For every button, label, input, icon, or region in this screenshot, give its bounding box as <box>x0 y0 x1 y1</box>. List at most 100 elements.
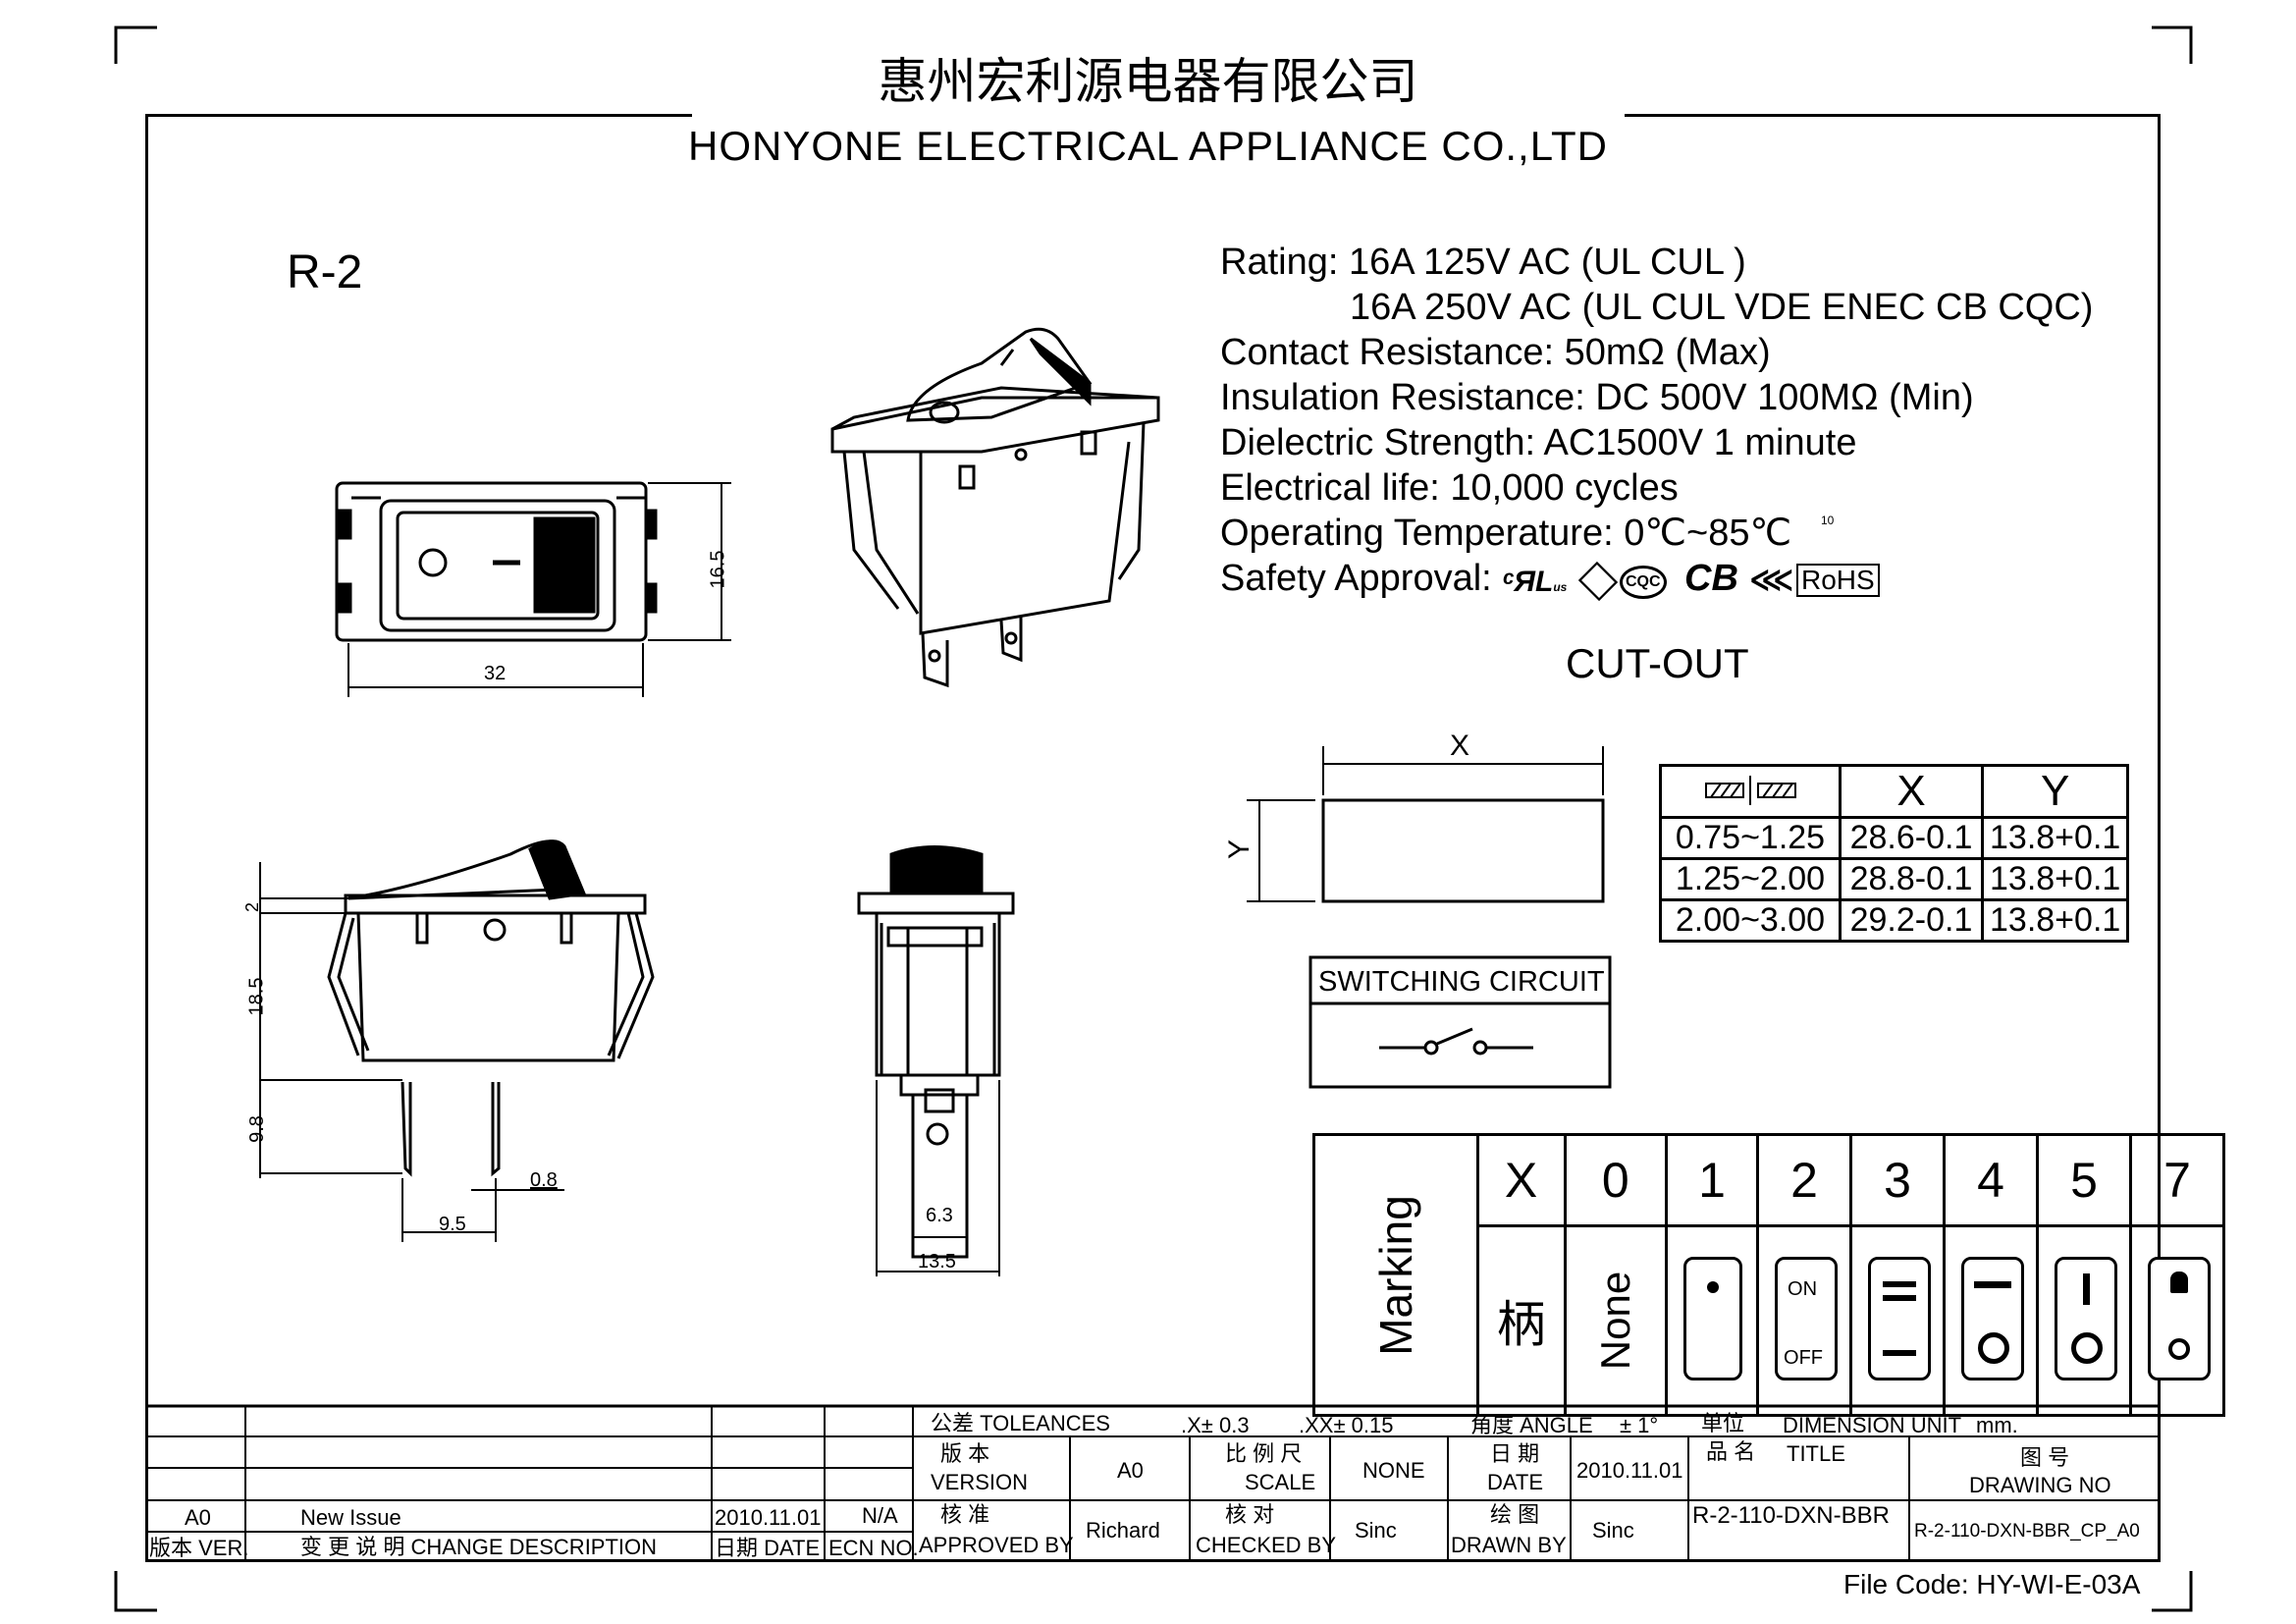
tolerances-label: 公差 TOLEANCES <box>931 1411 1110 1435</box>
marking-code: X <box>1475 1133 1567 1227</box>
panel-thickness-icon <box>1659 764 1842 819</box>
cutout-y-value: 13.8+0.1 <box>1980 857 2130 901</box>
rocker-lamp-icon <box>2148 1257 2212 1380</box>
rocker-dot-icon <box>1683 1257 1743 1380</box>
spec-rating-1: Rating: 16A 125V AC (UL CUL ) <box>1220 242 1746 283</box>
switching-circuit-drawing <box>1308 955 1612 1089</box>
marking-code: 3 <box>1849 1133 1947 1227</box>
table-row: 2.00~3.00 29.2-0.1 13.8+0.1 <box>1659 898 2130 943</box>
cutout-title: CUT-OUT <box>1566 640 1749 686</box>
tolerance-x: .X± 0.3 <box>1181 1413 1250 1437</box>
drawing-no-label-cn: 图 号 <box>2020 1445 2070 1470</box>
corner-mark-bl <box>114 1571 157 1612</box>
marking-table: Marking X 0 1 2 3 4 5 7 柄 None ON OFF <box>1312 1133 2226 1417</box>
rocker-i-o-icon <box>2055 1257 2118 1380</box>
dim-front-13-5: 13.5 <box>918 1251 956 1272</box>
cutout-x-value: 28.6-0.1 <box>1839 816 1984 860</box>
side-view-drawing <box>259 839 655 1242</box>
table-row: 1.25~2.00 28.8-0.1 13.8+0.1 <box>1659 857 2130 901</box>
approved-label-cn: 核 准 <box>940 1502 990 1527</box>
cutout-drawing <box>1247 746 1605 903</box>
drawing-no-value: R-2-110-DXN-BBR_CP_A0 <box>1914 1521 2140 1542</box>
dim-side-9-5: 9.5 <box>439 1214 466 1235</box>
checked-label-cn: 核 对 <box>1225 1502 1275 1527</box>
marking-5-cell <box>2036 1224 2133 1417</box>
scale-label-en: SCALE <box>1245 1470 1316 1494</box>
checked-value: Sinc <box>1355 1518 1397 1543</box>
on-text: ON <box>1788 1278 1818 1300</box>
cutout-x-value: 29.2-0.1 <box>1839 898 1984 943</box>
marking-3-cell <box>1849 1224 1947 1417</box>
drawing-no-label-en: DRAWING NO <box>1969 1473 2111 1497</box>
corner-mark-br <box>2152 1571 2193 1612</box>
dot-icon <box>1707 1281 1720 1293</box>
spec-electrical-life: Electrical life: 10,000 cycles <box>1220 467 1679 509</box>
title-label-en: TITLE <box>1787 1441 1845 1466</box>
temp-superscript: 10 <box>1821 514 1835 527</box>
header-gap-top <box>692 108 1625 120</box>
marking-1-cell <box>1665 1224 1760 1417</box>
version-label-en: VERSION <box>931 1470 1029 1494</box>
unit-label-cn: 单位 <box>1701 1411 1745 1435</box>
off-text: OFF <box>1784 1347 1824 1369</box>
front-view-drawing <box>857 845 1015 1276</box>
rohs-logo-icon: RoHS <box>1796 564 1880 597</box>
rocker-equals-dash-icon <box>1868 1257 1932 1380</box>
enec-logo-icon: ⋘ <box>1749 562 1794 597</box>
lamp-icon <box>2170 1272 2189 1293</box>
spec-operating-temperature: Operating Temperature: 0℃~85℃ <box>1220 513 1792 554</box>
rocker-dash-circle-icon <box>1961 1257 2025 1380</box>
marking-code: 7 <box>2129 1133 2226 1227</box>
dim-side-18-5: 18.5 <box>245 977 268 1016</box>
cqc-logo-icon: CQC <box>1620 566 1667 599</box>
cutout-y-value: 13.8+0.1 <box>1980 816 2130 860</box>
version-value: A0 <box>1117 1458 1144 1483</box>
marking-code: 4 <box>1943 1133 2040 1227</box>
corner-mark-tl <box>114 26 157 64</box>
spec-dielectric-strength: Dielectric Strength: AC1500V 1 minute <box>1220 422 1857 463</box>
marking-zero-cell: None <box>1563 1224 1669 1417</box>
marking-2-cell: ON OFF <box>1756 1224 1853 1417</box>
cutout-y-value: 13.8+0.1 <box>1980 898 2130 943</box>
company-name-en: HONYONE ELECTRICAL APPLIANCE CO.,LTD <box>688 123 1608 169</box>
cutout-table: X Y 0.75~1.25 28.6-0.1 13.8+0.1 1.25~2.0… <box>1659 764 2130 943</box>
ul-logo-icon: ᶜЯLus <box>1502 566 1568 598</box>
marking-code: 1 <box>1665 1133 1760 1227</box>
dim-front-6-3: 6.3 <box>926 1205 953 1226</box>
name-label-cn: 品 名 <box>1706 1439 1756 1464</box>
corner-mark-tr <box>2152 26 2193 64</box>
drawn-value: Sinc <box>1592 1518 1634 1543</box>
cb-logo-icon: CB <box>1684 558 1738 599</box>
table-row: 0.75~1.25 28.6-0.1 13.8+0.1 <box>1659 816 2130 860</box>
unit-value: mm. <box>1976 1413 2018 1437</box>
date-label-cn: 日 期 <box>1490 1441 1540 1466</box>
cutout-header-y: Y <box>1980 764 2130 819</box>
marking-label-cell: Marking <box>1312 1133 1479 1417</box>
rev-description: New Issue <box>300 1505 401 1530</box>
cutout-x-label: X <box>1450 730 1470 762</box>
col-ver-label: 版本 VER. <box>149 1536 249 1560</box>
marking-x-symbol: 柄 <box>1475 1224 1567 1417</box>
cutout-x-value: 28.8-0.1 <box>1839 857 1984 901</box>
vde-logo-icon <box>1577 561 1619 602</box>
marking-none-text: None <box>1591 1271 1638 1371</box>
marking-7-cell <box>2129 1224 2226 1417</box>
spec-rating-2: 16A 250V AC (UL CUL VDE ENEC CB CQC) <box>1350 287 2094 328</box>
approval-logos: ᶜЯLus CQC CB ⋘ RoHS <box>1502 558 1934 602</box>
checked-label-en: CHECKED BY <box>1196 1533 1337 1557</box>
spec-safety-approval: Safety Approval: <box>1220 558 1492 599</box>
cutout-thickness: 1.25~2.00 <box>1659 857 1842 901</box>
title-value: R-2-110-DXN-BBR <box>1692 1502 1890 1529</box>
drawn-label-cn: 绘 图 <box>1490 1502 1540 1527</box>
isometric-view-drawing <box>830 327 1160 688</box>
col-date-label: 日期 DATE <box>715 1536 821 1560</box>
switching-circuit-title: SWITCHING CIRCUIT <box>1318 966 1605 998</box>
date-label-en: DATE <box>1487 1470 1544 1494</box>
cutout-y-label: Y <box>1223 839 1256 860</box>
approved-label-en: APPROVED BY <box>919 1533 1074 1557</box>
angle-label: 角度 ANGLE <box>1470 1413 1593 1437</box>
marking-label: Marking <box>1369 1194 1421 1356</box>
date-value: 2010.11.01 <box>1576 1458 1683 1483</box>
file-code: File Code: HY-WI-E-03A <box>1843 1569 2141 1599</box>
